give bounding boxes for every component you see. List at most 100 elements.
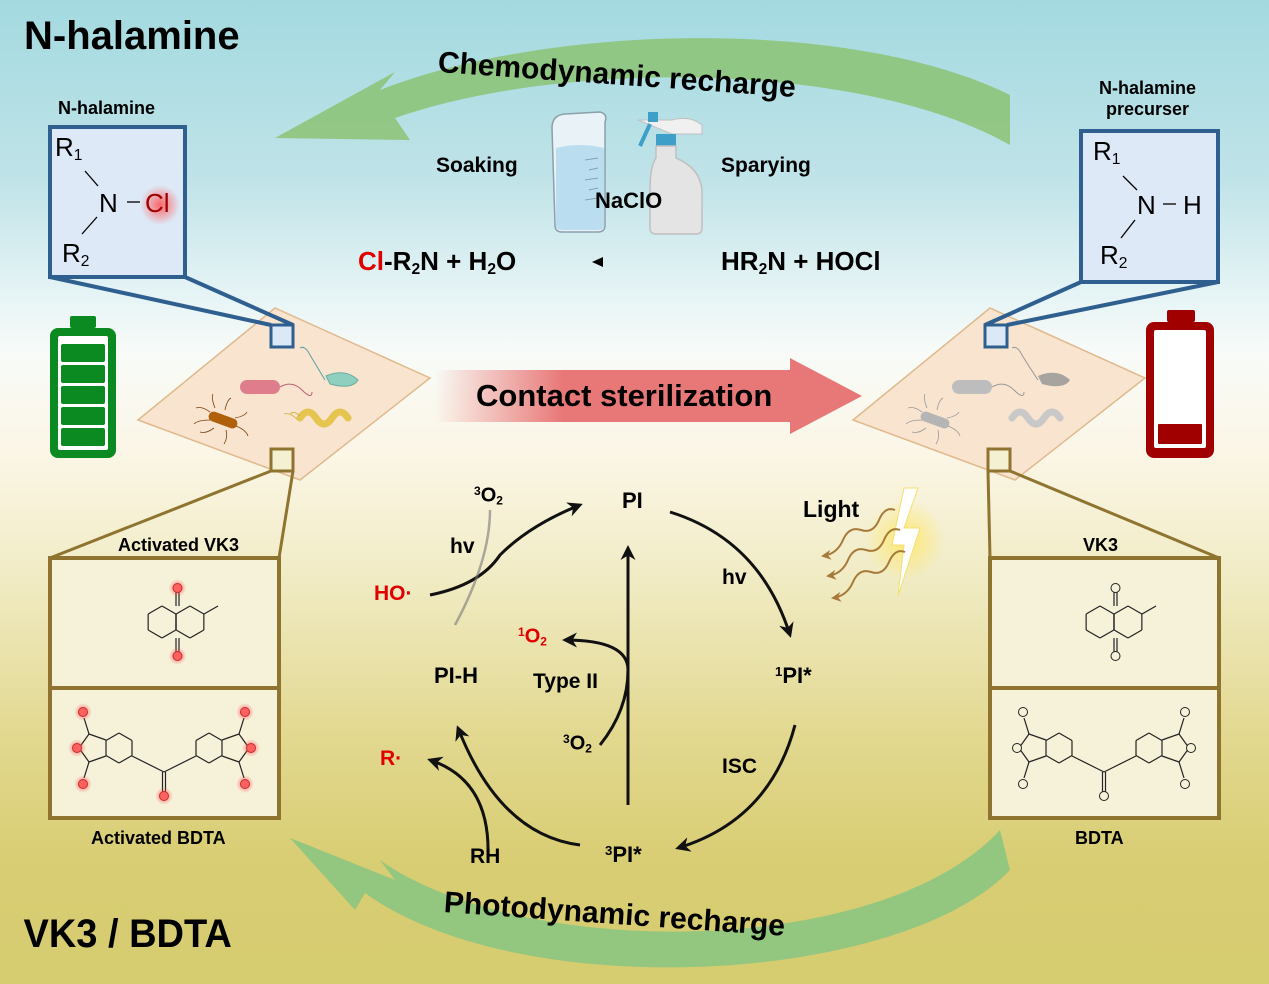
oxygen-atom: [1110, 651, 1121, 661]
oxygen-atom: [1180, 707, 1190, 717]
sup: 1: [775, 663, 783, 679]
product-n: N + H: [420, 246, 488, 276]
beaker-icon: [551, 111, 607, 233]
battery-cell: [61, 428, 105, 446]
sub: 1: [1111, 150, 1121, 168]
chlorine-glow: [140, 185, 180, 225]
light-label: Light: [803, 496, 860, 522]
sub: 2: [540, 634, 547, 649]
contact-sterilization-label: Contact sterilization: [476, 378, 773, 413]
o: O: [524, 625, 541, 648]
sub: 2: [1118, 254, 1128, 272]
arrow-pi-to-1pi: [669, 510, 794, 638]
oxygen-atom: [159, 791, 169, 801]
bdta-molecule: [1012, 707, 1196, 801]
r: R: [1093, 136, 1112, 166]
naclo-label: NaClO: [595, 188, 663, 213]
isc-label: ISC: [722, 755, 758, 778]
singlet-oxygen-label: 1O2: [518, 625, 547, 649]
sup: 3: [605, 842, 613, 858]
sup: 3: [563, 732, 570, 746]
o2-mid-label: 3O2: [563, 732, 592, 756]
type-ii-label: Type II: [533, 670, 598, 693]
left-zoom-marker-bottom: [269, 447, 295, 473]
activated-vk3-label: Activated VK3: [118, 535, 240, 555]
n-atom: N: [99, 188, 118, 218]
oxygen-atom: [172, 583, 183, 593]
o2-top-label: 3O2: [474, 484, 503, 508]
oxygen-atom: [1018, 707, 1028, 717]
r: R: [1100, 240, 1119, 270]
oxygen-atom: [1099, 791, 1109, 801]
arrow-3pi-to-pih: [455, 725, 581, 847]
sub: 2: [487, 260, 496, 278]
vk3-molecule: [147, 579, 219, 665]
oxygen-atom: [1018, 779, 1028, 789]
battery-cell: [61, 344, 105, 362]
oxygen-atom: [1180, 779, 1190, 789]
spraying-label: Sparying: [721, 154, 811, 177]
o: O: [480, 484, 497, 507]
hydroxyl-radical-label: HO·: [374, 582, 413, 605]
reactant-equation: HR2N + HOCl: [721, 246, 881, 279]
left-zoom-marker-top: [269, 323, 295, 349]
bdta-label: BDTA: [1075, 828, 1124, 848]
pi-label: PI: [622, 488, 643, 513]
pi-h-label: PI-H: [434, 663, 478, 688]
right-molecule-panels: [986, 469, 1221, 820]
oxygen-atom: [1186, 743, 1196, 753]
r2-label: R2: [62, 238, 89, 271]
arrow-pih-to-pi: [429, 502, 583, 597]
chemodynamic-arrow: [275, 38, 1010, 146]
lightning-bolt-icon: [891, 487, 921, 597]
battery-cell: [61, 365, 105, 383]
sub: 2: [496, 493, 503, 508]
oxygen-atom: [1012, 743, 1022, 753]
product-o: O: [496, 246, 517, 276]
title-vk3-bdta: VK3 / BDTA: [23, 912, 232, 956]
r: R: [62, 238, 81, 268]
right-zoom-marker-top: [983, 323, 1009, 349]
sub: 2: [80, 252, 90, 270]
battery-low-icon: [1146, 310, 1214, 458]
left-surface-plate: [136, 307, 432, 481]
cl-atom: Cl: [145, 188, 170, 218]
photodynamic-arrow: [290, 830, 1010, 968]
product-equation: Cl-R2N + H2O: [358, 246, 516, 279]
product-r: -R: [384, 246, 412, 276]
hv-right-label: hv: [722, 566, 747, 589]
sub: 1: [73, 146, 83, 164]
r-radical-label: R·: [380, 747, 403, 770]
rh-label: RH: [470, 845, 501, 868]
oxygen-atom: [172, 651, 183, 661]
o: O: [569, 732, 586, 755]
soaking-label: Soaking: [436, 154, 518, 177]
bacterium-rod-pink: [240, 380, 280, 394]
bdta-molecule: [68, 703, 260, 805]
sup: 3: [474, 484, 481, 498]
battery-cell: [61, 386, 105, 404]
oxygen-atom: [78, 779, 88, 789]
sub: 2: [411, 260, 421, 278]
sub: 2: [758, 260, 768, 278]
hv-top-label: hv: [450, 535, 475, 558]
left-molecule-panels: [48, 469, 295, 820]
oxygen-atom: [240, 707, 250, 717]
oxygen-atom: [1110, 583, 1121, 593]
arrow-type2: [562, 632, 630, 746]
contact-sterilization-arrow: [435, 358, 862, 434]
right-surface-plate: [851, 307, 1147, 481]
title-line2: precurser: [1105, 99, 1190, 119]
title-nhalamine: N-halamine: [24, 14, 240, 58]
sub: 2: [585, 741, 592, 756]
n-atom: N: [1137, 190, 1156, 220]
light-source: [821, 487, 945, 602]
photo-cycle: [427, 502, 797, 856]
arrow-1pi-to-3pi: [675, 724, 797, 852]
r2-label: R2: [1100, 240, 1127, 273]
r: R: [55, 132, 74, 162]
bacterium-spiral-yellow: [296, 408, 352, 428]
